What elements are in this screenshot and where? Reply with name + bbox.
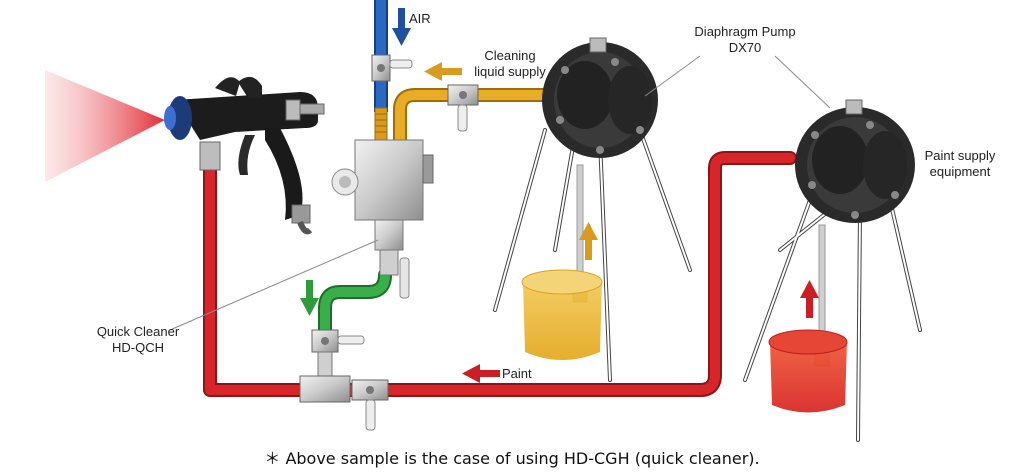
valve-icon: [299, 329, 389, 431]
valve-icon: [371, 54, 413, 82]
pump-label-line2: DX70: [728, 40, 762, 55]
solvent-flow-arrow: [300, 280, 319, 316]
diaphragm-pump-label: Diaphragm Pump DX70: [690, 24, 800, 56]
bucket-icon: [521, 269, 603, 360]
quick-cleaner-line2: HD-QCH: [112, 340, 164, 355]
pump-label-line1: Diaphragm Pump: [694, 24, 796, 39]
spray-gun-icon: [164, 76, 325, 235]
quick-cleaner-label: Quick Cleaner HD-QCH: [88, 324, 188, 356]
paint-flow-arrow: [462, 364, 500, 383]
quick-cleaner-line1: Quick Cleaner: [96, 324, 180, 339]
diaphragm-pump-icon: [493, 37, 692, 382]
cleaning-label-line1: Cleaning: [484, 48, 536, 63]
paint-supply-label: Paint supply equipment: [910, 148, 1010, 180]
solvent-hose: [318, 268, 392, 347]
spray-pattern: [45, 70, 165, 182]
quick-cleaner-icon: [331, 139, 434, 299]
cleaning-label-line2: liquid supply: [474, 64, 546, 79]
cleaning-hose: [393, 88, 552, 147]
cleaning-liquid-label: Cleaning liquid supply: [470, 48, 550, 80]
leader-lines: [169, 55, 831, 331]
paint-supply-line2: equipment: [929, 164, 991, 179]
cleaning-up-arrow: [579, 222, 598, 260]
air-label: AIR: [409, 11, 431, 26]
paint-supply-line1: Paint supply: [924, 148, 996, 163]
diaphragm-pump-icon: [743, 99, 922, 442]
paint-up-arrow: [800, 280, 819, 318]
paint-label: Paint: [502, 366, 532, 381]
cleaning-flow-arrow: [424, 62, 462, 81]
air-flow-arrow: [392, 8, 411, 46]
bucket-icon: [768, 329, 848, 413]
footnote: ＊ Above sample is the case of using HD-C…: [264, 449, 760, 468]
valve-icon: [447, 84, 479, 132]
